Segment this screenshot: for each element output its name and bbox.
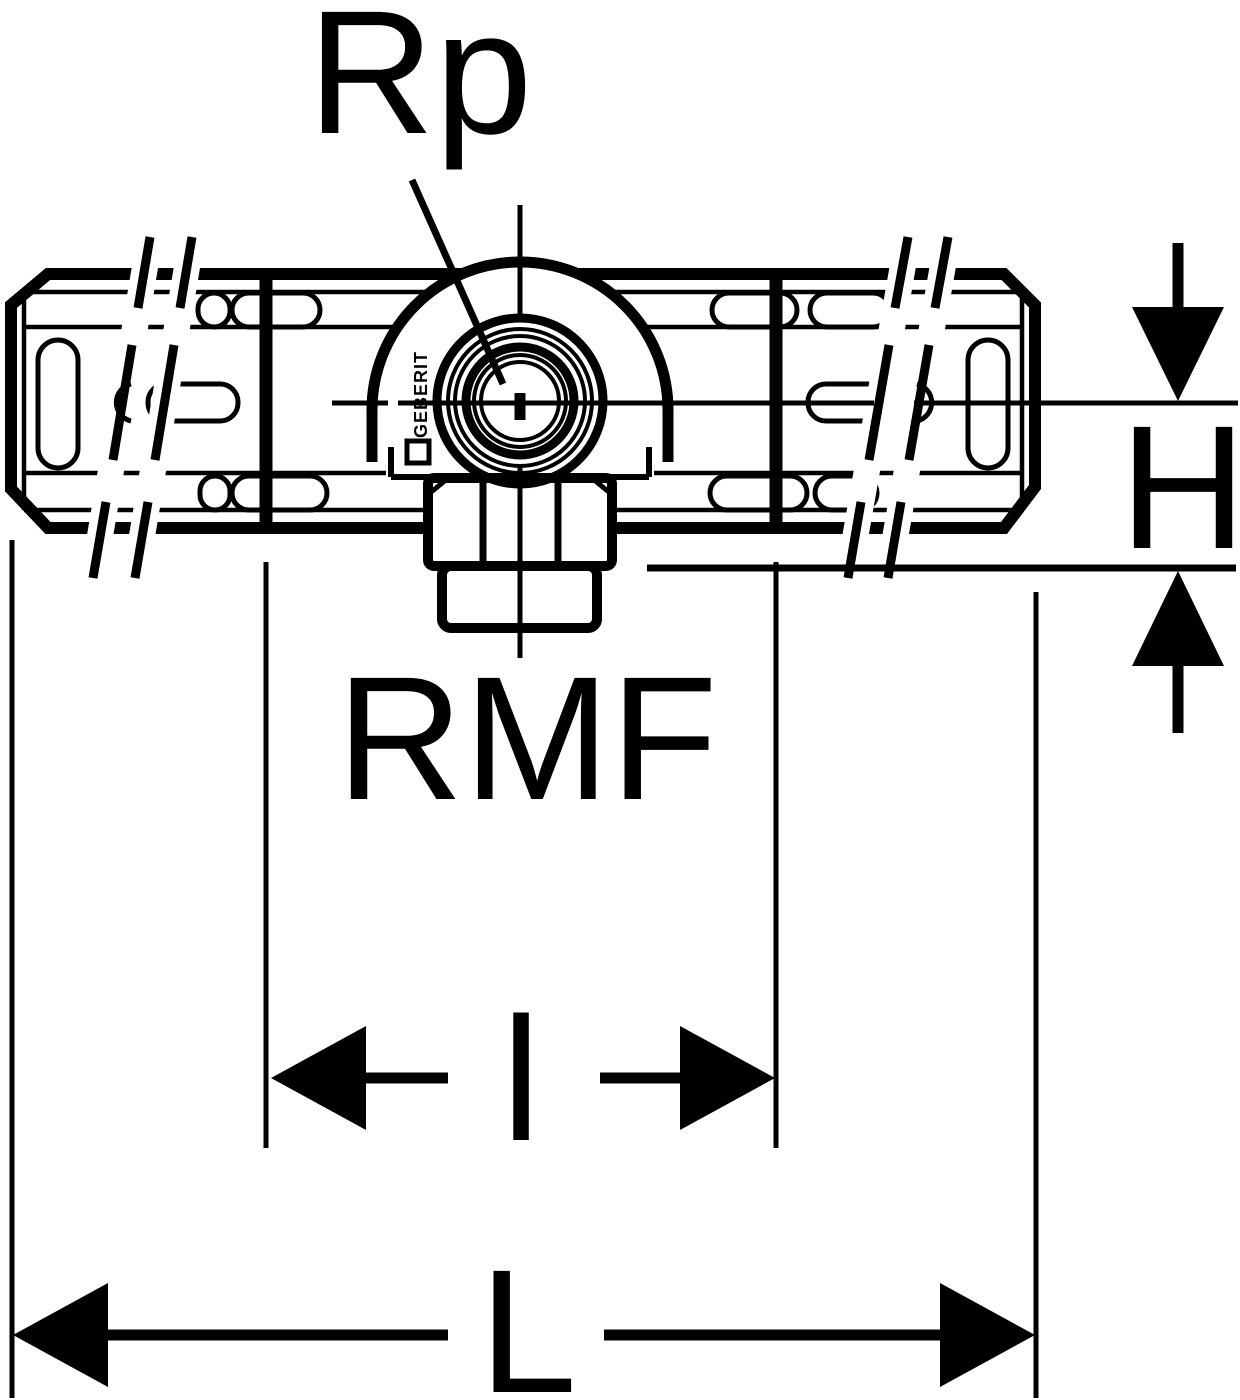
h-arrow-up [1132, 571, 1224, 666]
inner-arrow-right [680, 1026, 775, 1130]
plate-oval-hole-left [35, 337, 81, 471]
extension-lines [9, 540, 1039, 1398]
brand-logo-square [404, 438, 432, 466]
fitting-nut-facets [479, 480, 562, 564]
label-rmf: RMF [336, 641, 717, 837]
dimension-h: H [647, 243, 1240, 733]
callouts: Rp RMF [308, 0, 718, 837]
dim-length-label: L [479, 1234, 577, 1400]
label-rp: Rp [308, 0, 533, 171]
mounting-plate [5, 268, 1041, 534]
centerlines [332, 205, 1238, 658]
dim-inner-label: l [501, 982, 540, 1178]
brand-text: GEBERIT [411, 351, 431, 438]
h-arrow-down [1132, 307, 1224, 401]
dim-h-label: H [1119, 390, 1240, 586]
fitting-nut-chamfers [428, 477, 612, 495]
inner-arrow-left [271, 1026, 366, 1130]
length-arrow-left [13, 1283, 108, 1387]
dimension-inner: l [271, 982, 775, 1178]
plate-outline [5, 268, 1041, 534]
dimension-length: L [13, 1234, 1035, 1400]
rp-leader-line [408, 178, 507, 386]
length-arrow-right [940, 1283, 1035, 1387]
plate-slots-bottom [197, 473, 880, 513]
